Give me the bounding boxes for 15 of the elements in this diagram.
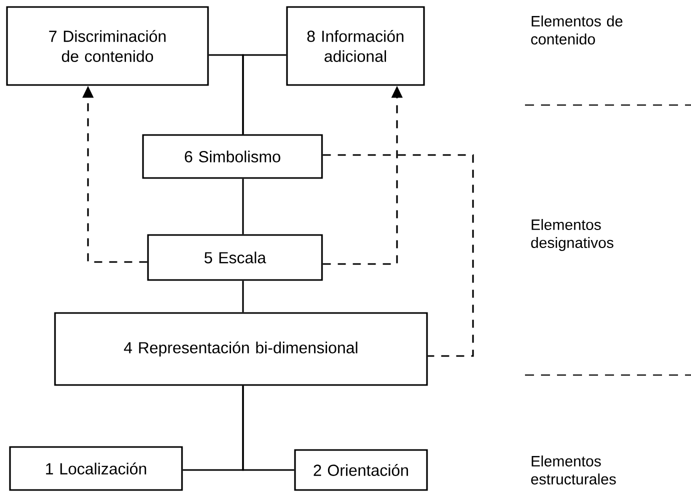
process-box: 8 Información adicional	[286, 6, 425, 86]
process-box: 5 Escala	[147, 234, 323, 281]
connector-line	[242, 280, 244, 312]
section-label: Elementos designativos	[531, 219, 614, 251]
process-box: 6 Simbolismo	[142, 134, 323, 179]
section-label: Elementos de contenido	[531, 16, 622, 44]
process-box: 1 Localización	[9, 446, 183, 491]
process-box: 2 Orientación	[294, 449, 428, 491]
process-box: 7 Discriminación de contenido	[6, 6, 209, 86]
connector-line	[242, 54, 286, 134]
section-label: Elementos estructurales	[531, 456, 616, 484]
process-box: 4 Representación bi-dimensional	[54, 312, 428, 386]
dashed-line	[322, 154, 474, 357]
connector-line	[242, 386, 294, 471]
connector-line	[242, 178, 244, 234]
